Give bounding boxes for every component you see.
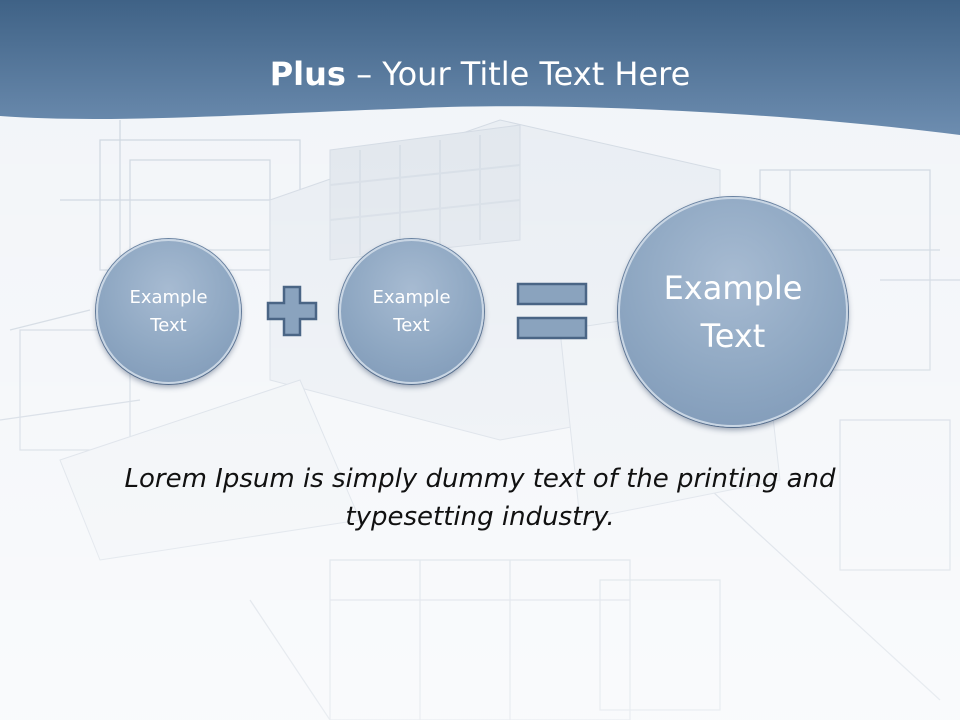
equals-icon [516,282,588,340]
title-bold: Plus [269,55,346,93]
circle-2-label: Example Text [372,286,451,336]
example-circle-1: Example Text [96,239,241,384]
body-text: Lorem Ipsum is simply dummy text of the … [124,464,836,532]
page-title: Plus – Your Title Text Here [0,52,960,96]
title-rest: – Your Title Text Here [345,55,691,93]
plus-icon [266,285,318,337]
circle-1-label: Example Text [129,286,208,336]
circle-3-label: Example Text [663,269,803,355]
example-circle-2: Example Text [339,239,484,384]
example-circle-result: Example Text [618,197,848,427]
